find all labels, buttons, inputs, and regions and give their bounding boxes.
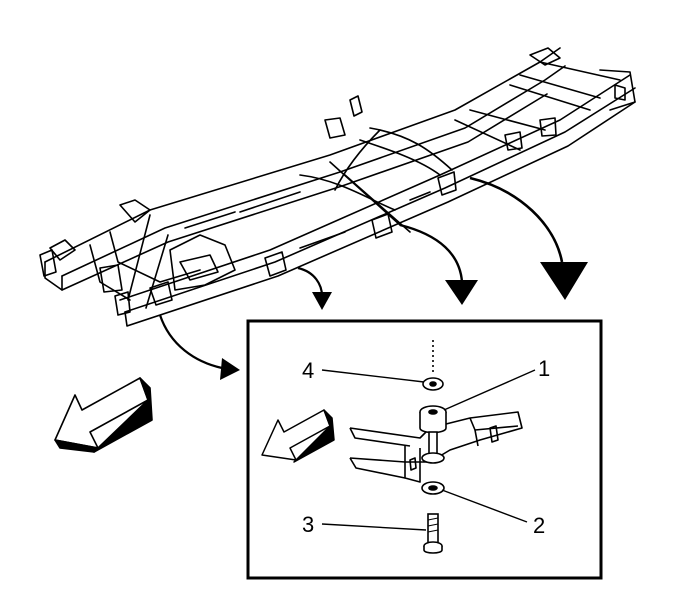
leader-line-2 bbox=[441, 489, 528, 523]
body-mount-stack bbox=[419, 340, 447, 554]
leader-lines bbox=[321, 369, 536, 531]
leader-line-3 bbox=[321, 523, 427, 531]
leader-line-4 bbox=[321, 369, 425, 383]
vehicle-frame bbox=[39, 47, 636, 327]
pointer-arrow-rear bbox=[469, 176, 564, 263]
front-direction-arrow-icon bbox=[54, 377, 153, 453]
callout-1: 1 bbox=[538, 356, 550, 381]
callout-4: 4 bbox=[302, 358, 314, 383]
lower-cushion-top bbox=[421, 452, 445, 464]
pointer-arrows bbox=[158, 176, 588, 380]
leader-line-1 bbox=[443, 369, 536, 411]
callout-3: 3 bbox=[302, 512, 314, 537]
pointer-arrow-front bbox=[158, 314, 223, 370]
callout-2: 2 bbox=[533, 513, 545, 538]
pointer-arrow-center bbox=[399, 223, 464, 283]
front-direction-arrow-detail-icon bbox=[261, 409, 335, 463]
pointer-arrow-mid bbox=[297, 266, 324, 297]
